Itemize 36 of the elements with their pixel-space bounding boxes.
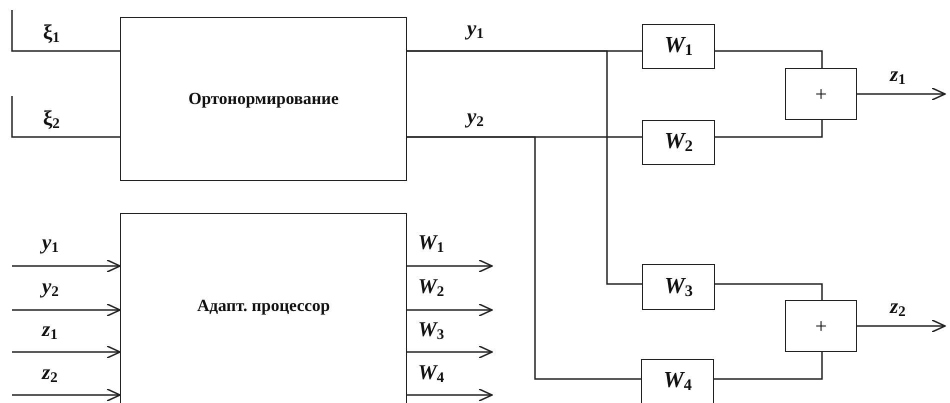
arrow: [857, 319, 946, 333]
arrow: [407, 259, 493, 273]
plus-sign: +: [815, 82, 827, 106]
process-box: [120, 17, 407, 181]
connector-line: [714, 352, 823, 380]
weight-box: [641, 359, 714, 403]
weight-box: [642, 24, 715, 69]
connector-line: [715, 120, 823, 138]
weight-label: W$_{2}$: [664, 128, 693, 157]
arrow: [12, 303, 121, 317]
block-title: Адапт. процессор: [197, 296, 330, 316]
summer-box: [785, 68, 857, 120]
summer-box: [785, 300, 857, 352]
weight-box: [642, 264, 715, 310]
connector-line: [407, 50, 642, 285]
connector-line: [715, 283, 823, 300]
process-box: [120, 213, 407, 403]
connector-line: [715, 50, 823, 68]
arrow: [407, 303, 493, 317]
arrow: [857, 87, 946, 101]
connector-line: [11, 10, 120, 52]
connector-line: [11, 96, 120, 138]
arrow: [12, 259, 121, 273]
weight-label: W$_{3}$: [664, 272, 693, 302]
weight-box: [642, 120, 715, 165]
block-title: Ортонормирование: [188, 89, 339, 109]
edge-label: ξ$_{1}$: [43, 22, 60, 46]
weight-label: W$_{1}$: [664, 32, 693, 61]
arrow: [12, 345, 121, 359]
arrow: [407, 388, 493, 402]
weight-label: W$_{4}$: [663, 367, 692, 396]
edge-label: ξ$_{2}$: [43, 108, 60, 132]
arrow: [407, 345, 493, 359]
plus-sign: +: [815, 314, 827, 338]
arrow: [12, 388, 121, 402]
connector-line: [407, 136, 641, 380]
